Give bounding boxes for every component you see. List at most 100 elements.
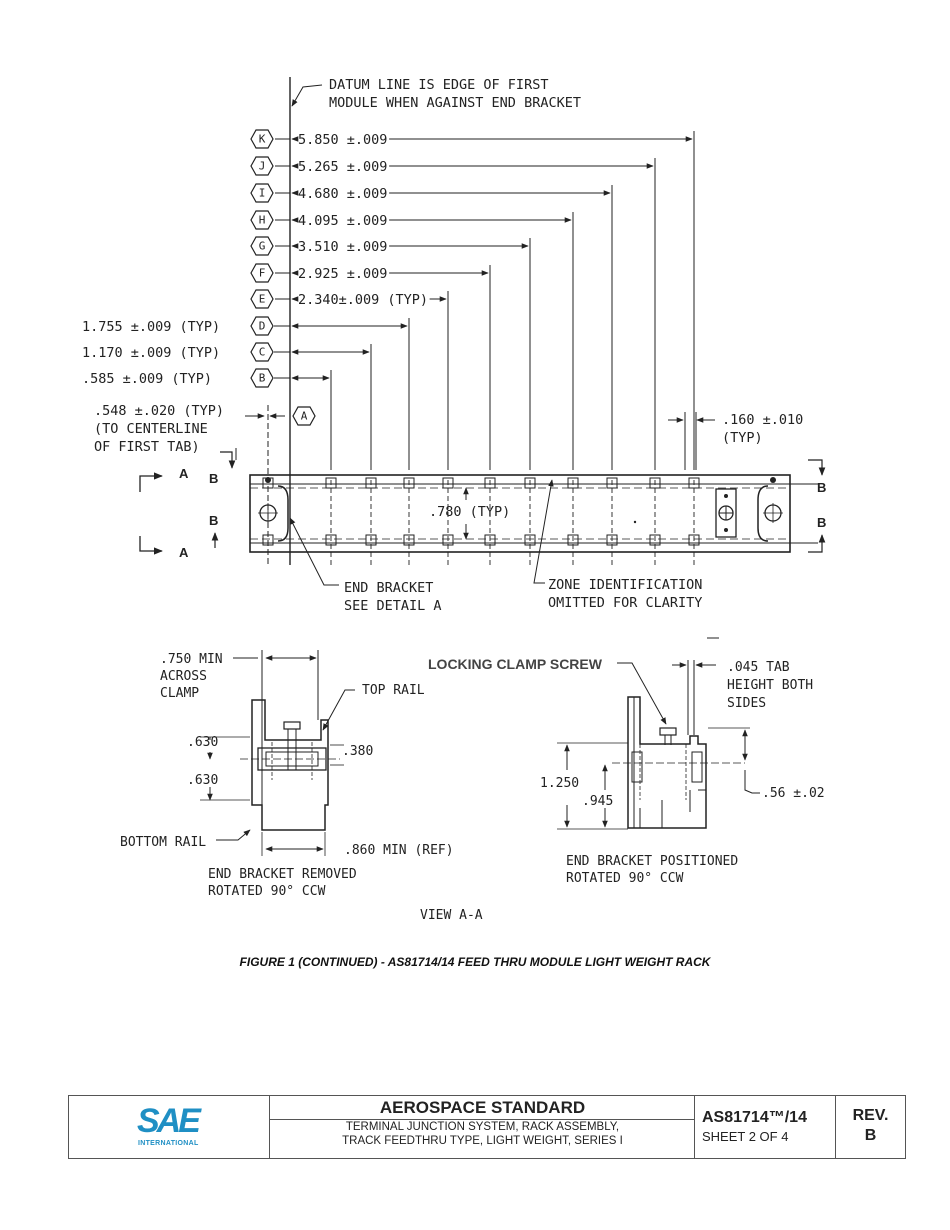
title-block: SAE INTERNATIONAL AEROSPACE STANDARD TER… [68, 1095, 906, 1159]
min-ref-label: .860 MIN (REF) [344, 843, 454, 858]
rack-tab [688, 477, 700, 489]
rack-tab [325, 477, 337, 489]
dim-56: .56 ±.02 [762, 786, 825, 801]
tab-width-text: .160 ±.010 [722, 412, 803, 428]
document-number: AS81714™/14 [702, 1109, 807, 1126]
removed-line1: END BRACKET REMOVED [208, 867, 357, 882]
tab-height-line2: HEIGHT BOTH [727, 678, 813, 693]
dimension-label-hex [292, 406, 316, 426]
dimension-value: 1.170 ±.009 (TYP) [82, 345, 220, 361]
first-tab-note-line2: (TO CENTERLINE [94, 421, 208, 437]
rack-tab [262, 477, 274, 489]
dimension-value: 4.680 ±.009 [298, 186, 387, 202]
dimension-label-letter: H [259, 214, 266, 227]
rack-tab [649, 534, 661, 546]
standard-description: TERMINAL JUNCTION SYSTEM, RACK ASSEMBLY,… [270, 1120, 695, 1148]
description-line1: TERMINAL JUNCTION SYSTEM, RACK ASSEMBLY, [345, 1121, 620, 1133]
across-clamp-line1: .750 MIN [160, 652, 223, 667]
sae-logo-subtext: INTERNATIONAL [138, 1140, 199, 1147]
removed-line2: ROTATED 90° CCW [208, 884, 326, 899]
zone-id-callout-line1: ZONE IDENTIFICATION [548, 577, 702, 593]
rack-tab [403, 477, 415, 489]
dim-380: .380 [342, 744, 373, 759]
section-b-left-top: B [209, 471, 218, 486]
section-b-left-bottom: B [209, 513, 218, 528]
dimension-label-hex [250, 236, 274, 256]
dimension-label-hex [250, 156, 274, 176]
rack-tab [649, 477, 661, 489]
dimension-label-hex [250, 368, 274, 388]
dimension-label-hex [250, 263, 274, 283]
right-section-view [557, 660, 760, 830]
dimension-value: 2.925 ±.009 [298, 266, 387, 282]
section-b-right-bottom: B [817, 515, 826, 530]
positioned-line1: END BRACKET POSITIONED [566, 854, 738, 869]
dimension-label-letter: I [259, 187, 266, 200]
dim-630-lower: .630 [187, 773, 218, 788]
rack-tab [484, 534, 496, 546]
figure-caption: FIGURE 1 (CONTINUED) - AS81714/14 FEED T… [239, 955, 711, 969]
end-bracket-callout-line1: END BRACKET [344, 580, 433, 596]
revision-value: B [864, 1127, 877, 1144]
rack-tab [365, 477, 377, 489]
revision-label: REV. [852, 1107, 889, 1124]
section-b-markers [211, 451, 826, 553]
standard-title: AEROSPACE STANDARD [270, 1096, 695, 1120]
datum-note-line1: DATUM LINE IS EDGE OF FIRST [329, 77, 548, 93]
document-cell: AS81714™/14 SHEET 2 OF 4 [695, 1096, 836, 1158]
rack-tab [606, 477, 618, 489]
rack-tab [606, 534, 618, 546]
rail-spacing-text: .780 (TYP) [429, 504, 510, 520]
dimension-value: 4.095 ±.009 [298, 213, 387, 229]
rack-tab [524, 534, 536, 546]
title-cell: AEROSPACE STANDARD TERMINAL JUNCTION SYS… [270, 1096, 695, 1158]
dimension-value: 5.265 ±.009 [298, 159, 387, 175]
dimension-label-hex [250, 316, 274, 336]
sae-logo: SAE [137, 1102, 201, 1140]
left-section-view [200, 650, 355, 856]
top-rail-label: TOP RAIL [362, 683, 425, 698]
positioned-line2: ROTATED 90° CCW [566, 871, 684, 886]
rack-tab [567, 534, 579, 546]
dimension-label-letter: A [301, 410, 308, 423]
across-clamp-line3: CLAMP [160, 686, 199, 701]
section-a-markers [139, 472, 163, 555]
tab-height-line1: .045 TAB [727, 660, 790, 675]
rack-tab [442, 477, 454, 489]
rack-tab [688, 534, 700, 546]
logo-cell: SAE INTERNATIONAL [69, 1096, 270, 1158]
first-tab-note-line3: OF FIRST TAB) [94, 439, 200, 455]
view-aa-label: VIEW A-A [420, 908, 483, 923]
rack-tabs [262, 477, 700, 546]
zone-id-callout-line2: OMITTED FOR CLARITY [548, 595, 702, 611]
dimension-value: 5.850 ±.009 [298, 132, 387, 148]
dimension-label-letter: G [259, 240, 266, 253]
bottom-rail-label: BOTTOM RAIL [120, 835, 206, 850]
section-a-bottom-label: A [179, 545, 189, 560]
dimension-label-hex [250, 183, 274, 203]
rack-tab [484, 477, 496, 489]
dimension-value: .585 ±.009 (TYP) [82, 371, 212, 387]
dimension-label-hex [250, 129, 274, 149]
section-a-top-label: A [179, 466, 189, 481]
tab-height-line3: SIDES [727, 696, 766, 711]
tab-width-typ: (TYP) [722, 430, 763, 446]
dimension-label-hex [250, 289, 274, 309]
datum-line [289, 77, 323, 565]
dimension-label-letter: B [259, 372, 266, 385]
dimension-value: 1.755 ±.009 (TYP) [82, 319, 220, 335]
rack-tab [325, 534, 337, 546]
dimension-label-hex [250, 210, 274, 230]
sheet-number: SHEET 2 OF 4 [702, 1129, 789, 1144]
rack-tab [442, 534, 454, 546]
rack-plan-view [249, 474, 818, 553]
dimension-label-letter: E [259, 293, 266, 306]
rack-tab [365, 534, 377, 546]
dimension-label-letter: F [259, 267, 266, 280]
rack-tab [403, 534, 415, 546]
dim-945: .945 [582, 794, 613, 809]
datum-note-line2: MODULE WHEN AGAINST END BRACKET [329, 95, 581, 111]
rack-tab [567, 477, 579, 489]
dimension-label-letter: C [259, 346, 266, 359]
